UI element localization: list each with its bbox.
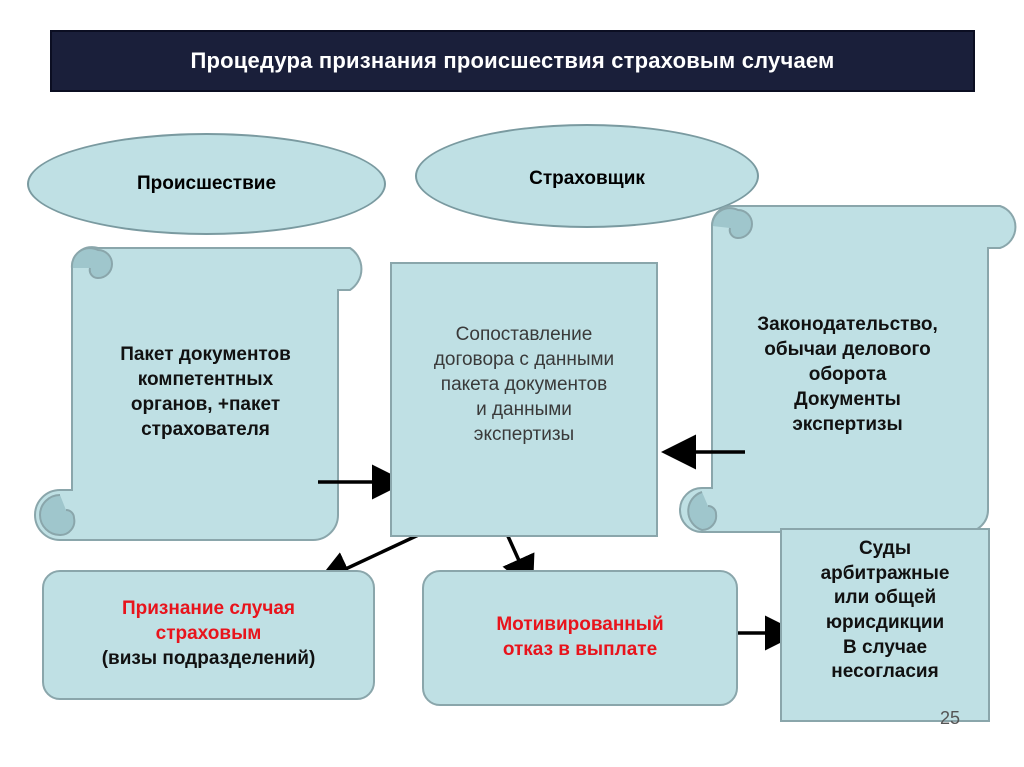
courts-line: арбитражные xyxy=(820,562,950,584)
refusal-line: отказ в выплате xyxy=(502,639,658,661)
recognition-line: Признание случая xyxy=(121,598,296,619)
scroll-right-line: Документы xyxy=(794,389,901,411)
scroll-right-shape xyxy=(679,205,1017,533)
courts-line: несогласия xyxy=(831,661,939,683)
oval-insurer-label: Страховщик xyxy=(529,168,645,189)
scroll-right-text: Законодательство, обычаи делового оборот… xyxy=(715,312,980,437)
scroll-left-line: компетентных xyxy=(137,369,274,391)
refusal-box xyxy=(422,570,738,706)
refusal-box-text: Мотивированный отказ в выплате xyxy=(424,612,736,662)
page-title: Процедура признания происшествия страхов… xyxy=(190,48,835,73)
recognition-box xyxy=(42,570,375,700)
recognition-line: страховым xyxy=(155,623,262,645)
center-box-line: Сопоставление xyxy=(455,324,593,345)
courts-box-text: Суды арбитражные или общей юрисдикции В … xyxy=(782,537,988,685)
center-box-line: пакета документов xyxy=(440,374,608,396)
refusal-line: Мотивированный xyxy=(496,614,664,635)
scroll-left-line: Пакет документов xyxy=(120,344,291,365)
scroll-left-line: органов, +пакет xyxy=(130,394,281,416)
center-box-line: экспертизы xyxy=(473,424,575,446)
center-box-line: договора с данными xyxy=(433,349,615,371)
center-box-line: и данными xyxy=(476,399,572,421)
scroll-left-line: страхователя xyxy=(141,419,270,441)
courts-line: юрисдикции xyxy=(825,612,945,634)
scroll-left-shape xyxy=(34,246,363,541)
oval-incident: Происшествие xyxy=(27,133,386,235)
scroll-left-text: Пакет документов компетентных органов, +… xyxy=(78,342,333,442)
center-box-text: Сопоставление договора с данными пакета … xyxy=(392,322,656,447)
scroll-right-line: Законодательство, xyxy=(757,314,938,335)
scroll-right-line: оборота xyxy=(808,364,887,386)
courts-line: или общей xyxy=(833,587,937,609)
center-box xyxy=(390,262,658,537)
scroll-right-line: обычаи делового xyxy=(764,339,931,361)
courts-box xyxy=(780,528,990,722)
title-bar: Процедура признания происшествия страхов… xyxy=(50,30,975,92)
oval-insurer: Страховщик xyxy=(415,124,759,228)
courts-line: Суды xyxy=(858,538,912,559)
page-number: 25 xyxy=(940,708,961,728)
recognition-box-text: Признание случая страховым (визы подразд… xyxy=(44,596,373,671)
scroll-right-line: экспертизы xyxy=(792,414,903,436)
courts-line: В случае xyxy=(842,636,928,658)
recognition-line: (визы подразделений) xyxy=(101,648,316,670)
oval-incident-label: Происшествие xyxy=(136,173,277,194)
